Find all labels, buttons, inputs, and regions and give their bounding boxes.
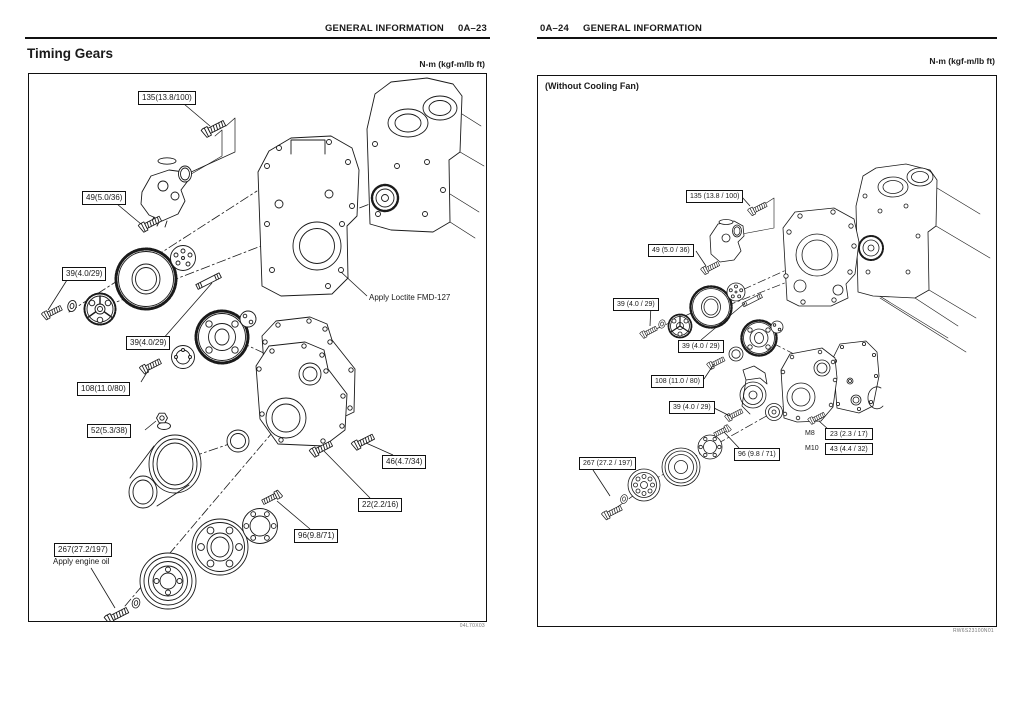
torque-label: 96(9.8/71) — [294, 529, 339, 544]
torque-label: 96 (9.8 / 71) — [734, 448, 780, 462]
torque-label: 39(4.0/29) — [62, 267, 107, 282]
left-leader-lines — [47, 103, 394, 609]
left-page-header: GENERAL INFORMATION 0A–23 — [25, 23, 487, 34]
leader-line — [703, 363, 715, 380]
right-header-section: GENERAL INFORMATION — [583, 23, 703, 34]
torque-label: 135(13.8/100) — [138, 91, 196, 106]
torque-label: 108 (11.0 / 80) — [651, 375, 705, 389]
right-header-rule — [537, 37, 997, 39]
leader-line — [340, 271, 368, 297]
right-torque-unit-note: N-m (kgf-m/lb ft) — [929, 56, 995, 66]
leader-line — [323, 450, 371, 499]
leader-line — [365, 442, 394, 456]
left-page-title: Timing Gears — [27, 46, 114, 61]
leader-line — [723, 431, 740, 449]
leader-line — [276, 500, 311, 530]
torque-label: 39(4.0/29) — [126, 336, 171, 351]
leader-line — [144, 420, 157, 431]
bolt-size: M10 — [805, 445, 819, 452]
leader-line — [183, 103, 211, 127]
right-header-page-number: 0A–24 — [540, 23, 569, 34]
bolt-size: M8 — [805, 430, 815, 437]
right-diagram-subtitle: (Without Cooling Fan) — [545, 81, 639, 91]
right-diagram-frame: (Without Cooling Fan) — [537, 75, 997, 627]
bolt-size-row: M10 43 (4.4 / 32) — [805, 443, 873, 455]
leader-line — [695, 250, 707, 267]
right-page-header: 0A–24 GENERAL INFORMATION — [540, 23, 702, 34]
leader-line — [711, 406, 731, 417]
torque-label: 49(5.0/36) — [82, 191, 127, 206]
left-diagram-frame: 135(13.8/100) 49(5.0/36) 39(4.0/29) 39(4.0/… — [28, 73, 487, 622]
note-label: Apply Loctite FMD-127 — [369, 293, 451, 302]
torque-label: 135 (13.8 / 100) — [686, 190, 744, 204]
torque-label: 39 (4.0 / 29) — [613, 298, 659, 312]
left-header-section: GENERAL INFORMATION — [324, 23, 444, 34]
left-header-rule — [25, 37, 490, 39]
timing-gears-exploded-diagram-no-fan — [600, 163, 991, 522]
bolt-size-row: M8 23 (2.3 / 17) — [805, 428, 873, 440]
leader-line — [161, 282, 213, 341]
right-leader-lines — [592, 196, 830, 497]
timing-gears-exploded-diagram — [40, 77, 485, 621]
torque-label: 39 (4.0 / 29) — [678, 340, 724, 354]
bolt-torque-value: 23 (2.3 / 17) — [825, 428, 873, 440]
leader-line — [47, 279, 68, 311]
torque-label: 46(4.7/34) — [382, 455, 427, 470]
leader-line — [140, 368, 150, 383]
torque-label: 22(2.2/16) — [358, 498, 403, 513]
torque-label: 49 (5.0 / 36) — [648, 244, 694, 258]
torque-label: 39 (4.0 / 29) — [669, 401, 715, 415]
leader-line — [116, 203, 142, 225]
torque-label: 267(27.2/197) — [54, 543, 112, 558]
bolt-torque-value: 43 (4.4 / 32) — [825, 443, 873, 455]
torque-label: 52(5.3/38) — [87, 424, 132, 439]
torque-label: 267 (27.2 / 197) — [579, 457, 637, 471]
left-header-page-number: 0A–23 — [458, 23, 487, 34]
leader-line — [700, 302, 746, 341]
left-torque-unit-note: N-m (kgf-m/lb ft) — [419, 59, 485, 69]
torque-label: 108(11.0/80) — [77, 382, 130, 397]
leader-line — [90, 567, 116, 609]
leader-line — [592, 469, 611, 497]
right-figure-code: RW6S23100N01 — [952, 628, 994, 634]
left-figure-code: 04L70X03 — [459, 623, 485, 629]
note-label: Apply engine oil — [53, 557, 110, 566]
